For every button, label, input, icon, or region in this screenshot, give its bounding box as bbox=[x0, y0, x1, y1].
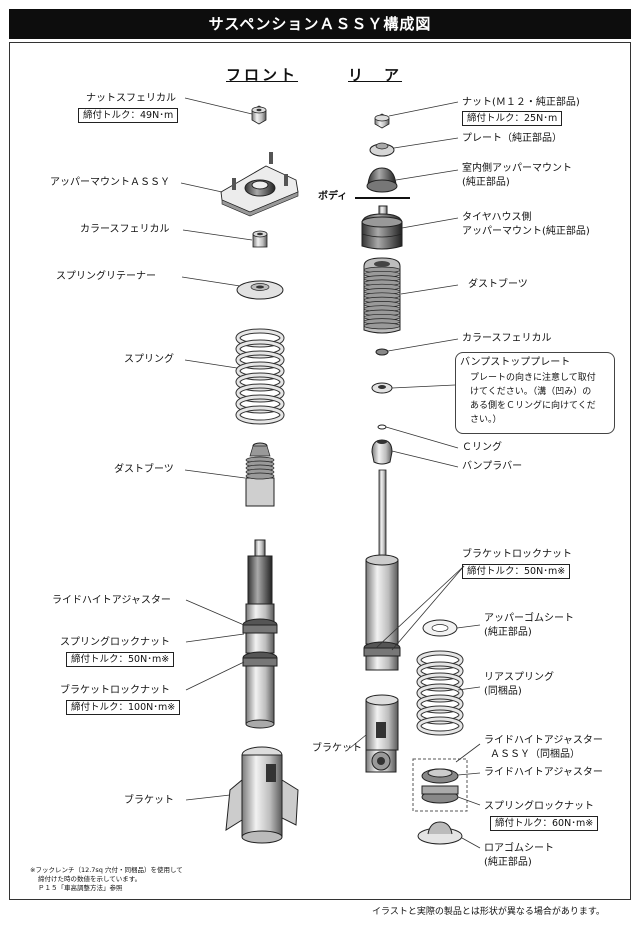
spring-coil bbox=[417, 662, 463, 680]
diagram-frame bbox=[9, 42, 631, 900]
rear-spring-label: リアスプリング bbox=[484, 672, 554, 683]
rear-spring-locknut-torque: 締付トルク：60N･m※ bbox=[490, 816, 599, 831]
spring-coil bbox=[417, 684, 463, 702]
front-bracket-locknut-label: ブラケットロックナット bbox=[60, 685, 170, 696]
front-nut-torque: 締付トルク：49N･m bbox=[78, 108, 179, 123]
front-ride-height-label: ライドハイトアジャスター bbox=[52, 595, 171, 606]
spring-coil bbox=[417, 717, 463, 735]
spring-coil bbox=[236, 406, 284, 424]
rear-lower-rubber-part bbox=[417, 821, 463, 845]
front-retainer-label: スプリングリテーナー bbox=[56, 271, 156, 282]
rear-cabin-mount-part bbox=[366, 167, 398, 193]
rear-bracket-part bbox=[365, 694, 399, 773]
rear-ride-height-label: ライドハイトアジャスター bbox=[484, 767, 603, 778]
rear-tirehouse-mount-sublabel: アッパーマウント(純正部品) bbox=[462, 226, 590, 237]
rear-nut-torque: 締付トルク：25N･m bbox=[462, 111, 563, 126]
front-bracket-label: ブラケット bbox=[124, 795, 174, 806]
boot-rib bbox=[363, 322, 401, 330]
rear-bump-rubber-part bbox=[371, 439, 393, 465]
front-bracket-locknut-torque: 締付トルク：100N･m※ bbox=[66, 700, 181, 715]
rear-nut-part bbox=[374, 113, 390, 129]
rear-dust-boot-label: ダストブーツ bbox=[468, 279, 528, 290]
rear-spring-part bbox=[416, 650, 464, 736]
rear-collar-part bbox=[375, 348, 389, 356]
bump-plate-note-line-4: さい。） bbox=[470, 415, 502, 425]
rear-dust-boot-part bbox=[363, 257, 401, 334]
rear-bump-rubber-label: バンプラバー bbox=[462, 461, 523, 472]
spring-coil bbox=[236, 351, 284, 369]
rear-upper-rubber-part bbox=[422, 619, 458, 637]
spring-coil bbox=[417, 651, 463, 669]
front-shock-absorber-part bbox=[242, 539, 278, 729]
front-spring-label: スプリング bbox=[124, 354, 174, 365]
rear-spring-sublabel: (同梱品) bbox=[484, 686, 522, 697]
front-dust-boot-label: ダストブーツ bbox=[114, 464, 174, 475]
rear-upper-rubber-sublabel: (純正部品) bbox=[484, 627, 532, 638]
rear-bracket-locknut-label: ブラケットロックナット bbox=[462, 549, 572, 560]
spring-coil bbox=[417, 695, 463, 713]
rear-c-ring-part bbox=[377, 424, 387, 430]
footnote-line-3: Ｐ１５「車高調整方法」参照 bbox=[38, 884, 123, 892]
front-collar-part bbox=[252, 230, 268, 248]
rear-tirehouse-mount-part bbox=[361, 205, 403, 250]
leader-lines bbox=[180, 97, 481, 849]
rear-bump-plate-part bbox=[371, 382, 393, 394]
front-column-heading: フロント bbox=[226, 66, 299, 84]
spring-coil bbox=[417, 706, 463, 724]
bump-plate-note-box bbox=[455, 352, 615, 434]
front-spring-part bbox=[235, 328, 285, 425]
rear-rha-assy-label: ライドハイトアジャスター bbox=[484, 735, 603, 746]
bump-plate-note-line-1: プレートの向きに注意して取付 bbox=[470, 373, 596, 383]
rear-tirehouse-mount-label: タイヤハウス側 bbox=[462, 212, 532, 223]
diagram-title: サスペンションＡＳＳＹ構成図 bbox=[9, 9, 631, 39]
front-bracket-part bbox=[225, 746, 299, 844]
rear-upper-rubber-label: アッパーゴムシート bbox=[484, 613, 574, 624]
front-upper-mount-part bbox=[220, 152, 299, 217]
rear-collar-label: カラースフェリカル bbox=[462, 333, 552, 344]
rear-spring-locknut-label: スプリングロックナット bbox=[484, 801, 594, 812]
spring-coil bbox=[236, 340, 284, 358]
spring-coil bbox=[417, 673, 463, 691]
rear-bracket-locknut-torque: 締付トルク：50N･m※ bbox=[462, 564, 571, 579]
front-nut-part bbox=[251, 105, 267, 125]
spring-coil bbox=[236, 362, 284, 380]
rear-ride-height-part bbox=[421, 768, 459, 804]
bump-plate-note-line-3: ある側をＣリングに向けてくだ bbox=[470, 401, 596, 411]
rear-bump-plate-label: バンプストッププレート bbox=[460, 357, 571, 368]
rear-shock-absorber-part bbox=[363, 469, 401, 671]
boot-rib bbox=[245, 472, 275, 480]
rear-bracket-label: ブラケット bbox=[312, 743, 362, 754]
spring-coil bbox=[236, 384, 284, 402]
rear-c-ring-label: Ｃリング bbox=[462, 442, 502, 453]
bump-plate-note-line-2: けてください。（溝（凹み）の bbox=[470, 387, 592, 397]
disclaimer-text: イラストと実際の製品とは形状が異なる場合があります。 bbox=[372, 907, 605, 917]
spring-coil bbox=[236, 329, 284, 347]
front-spring-locknut-label: スプリングロックナット bbox=[60, 637, 170, 648]
footnote-line-1: ※フックレンチ（12.7sq 穴付・同梱品）を使用して bbox=[30, 866, 183, 874]
footnote-line-2: 締付けた時の数値を示しています。 bbox=[38, 875, 142, 883]
front-nut-label: ナットスフェリカル bbox=[86, 93, 176, 104]
rear-plate-part bbox=[369, 142, 395, 157]
rear-lower-rubber-sublabel: (純正部品) bbox=[484, 857, 532, 868]
rear-cabin-mount-label: 室内側アッパーマウント bbox=[462, 163, 572, 174]
front-dust-boot-part bbox=[245, 442, 275, 507]
front-collar-label: カラースフェリカル bbox=[80, 224, 170, 235]
front-upper-mount-label: アッパーマウントＡＳＳＹ bbox=[50, 177, 170, 188]
rear-column-heading: リ ア bbox=[348, 66, 403, 84]
rear-nut-label: ナット(Ｍ１２・純正部品) bbox=[462, 97, 580, 108]
body-label: ボディ bbox=[318, 191, 348, 202]
rear-cabin-mount-sublabel: (純正部品) bbox=[462, 177, 510, 188]
rear-rha-assy-sublabel: ＡＳＳＹ（同梱品） bbox=[490, 749, 580, 760]
spring-coil bbox=[236, 395, 284, 413]
rear-plate-label: プレート（純正部品） bbox=[462, 133, 562, 144]
rear-lower-rubber-label: ロアゴムシート bbox=[484, 843, 554, 854]
front-retainer-part bbox=[236, 280, 284, 300]
spring-coil bbox=[236, 373, 284, 391]
front-spring-locknut-torque: 締付トルク：50N･m※ bbox=[66, 652, 175, 667]
rha-assy-dashed-box bbox=[412, 758, 468, 812]
